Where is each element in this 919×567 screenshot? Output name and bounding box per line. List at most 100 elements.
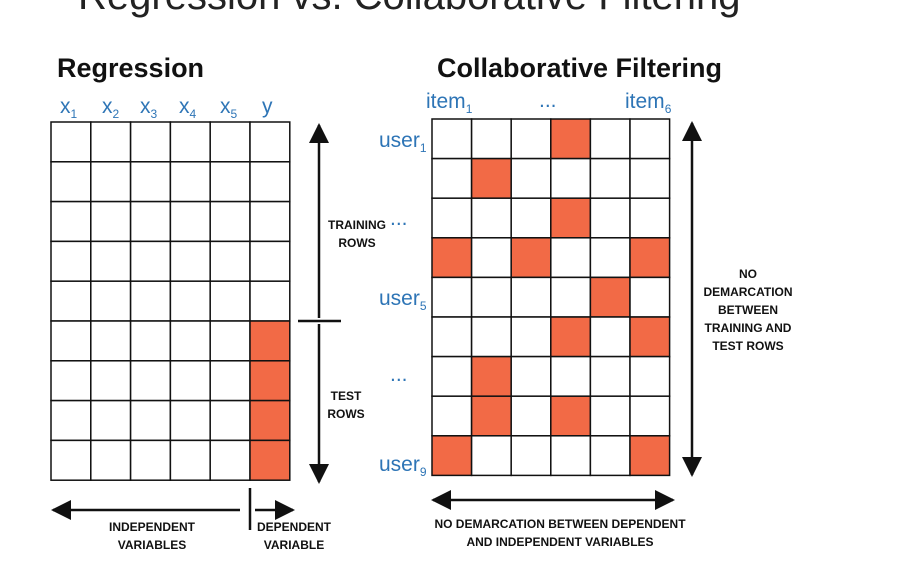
regression-cell (249, 121, 291, 163)
cf-cell (510, 197, 552, 239)
cf-cell (629, 197, 671, 239)
reg-feature-sub: 2 (112, 107, 120, 121)
cf-cell (431, 355, 473, 397)
cf-bottom-line: AND INDEPENDENT VARIABLES (466, 535, 654, 549)
cf-cell (589, 435, 631, 477)
regression-cell (169, 161, 211, 203)
cf-cell (550, 157, 592, 199)
regression-cell (129, 439, 172, 481)
cf-user-label-9: user9 (379, 454, 427, 478)
regression-cell (169, 121, 211, 163)
cf-cell (431, 157, 473, 199)
regression-cell (209, 320, 251, 362)
cf-cell-highlighted (470, 157, 512, 199)
independent-variables-label: INDEPENDENT VARIABLES (92, 518, 212, 554)
cf-cell-highlighted (550, 395, 592, 437)
cf-cell-highlighted (629, 237, 671, 279)
cf-cell-highlighted (589, 276, 631, 318)
cf-item-base: item (625, 90, 665, 113)
cf-right-line: BETWEEN (718, 303, 778, 317)
cf-cell (589, 395, 631, 437)
cf-user-label-ellipsis-1: ... (390, 208, 408, 229)
regression-cell-highlighted (249, 360, 291, 402)
regression-cell (249, 280, 291, 322)
cf-cell (431, 118, 473, 160)
cf-item-sub: 1 (465, 102, 473, 116)
cf-right-label: NO DEMARCATION BETWEEN TRAINING AND TEST… (688, 265, 808, 355)
cf-right-line: NO (739, 267, 757, 281)
regression-cell (50, 439, 92, 481)
cf-cell (510, 435, 552, 477)
regression-cell (90, 320, 132, 362)
cf-user-base: user (379, 129, 420, 152)
cf-cell (510, 276, 552, 318)
regression-cell (249, 240, 291, 282)
cf-right-line: TEST ROWS (712, 339, 784, 353)
cf-cell-highlighted (550, 197, 592, 239)
cf-bottom-label: NO DEMARCATION BETWEEN DEPENDENT AND IND… (420, 515, 700, 551)
cf-cell-highlighted (470, 395, 512, 437)
cf-user-label-5: user5 (379, 288, 427, 312)
reg-feature-sub: 3 (150, 107, 158, 121)
regression-cell (50, 161, 92, 203)
regression-cell (129, 200, 172, 243)
cf-cell (550, 435, 592, 477)
regression-cell (129, 240, 172, 282)
cf-cell (470, 316, 512, 358)
cf-cell-highlighted (629, 316, 671, 358)
regression-cell (169, 240, 211, 282)
independent-line: INDEPENDENT (108, 520, 195, 534)
reg-feature-label-x4: x4 (179, 96, 196, 120)
regression-cell (50, 360, 92, 402)
test-rows-label: TEST ROWS (316, 387, 376, 423)
cf-cell (431, 276, 473, 318)
regression-cell (209, 399, 251, 442)
cf-cell (510, 157, 552, 199)
regression-cell (249, 200, 291, 243)
regression-cell (209, 439, 251, 481)
reg-feature-base: x (179, 95, 190, 118)
cf-cell (629, 395, 671, 437)
cf-cell (470, 435, 512, 477)
regression-cell (209, 360, 251, 402)
reg-feature-sub: 4 (189, 107, 197, 121)
test-rows-line: TEST (330, 389, 362, 403)
regression-grid (50, 121, 291, 481)
cf-cell (589, 157, 631, 199)
cf-cell (589, 355, 631, 397)
regression-cell (90, 439, 132, 481)
regression-cell (169, 360, 211, 402)
reg-feature-label-x2: x2 (102, 96, 119, 120)
regression-cell (129, 360, 172, 402)
regression-cell (249, 161, 291, 203)
cf-cell-highlighted (470, 355, 512, 397)
regression-cell (50, 320, 92, 362)
cf-item-base: item (426, 90, 466, 113)
cf-cell (470, 276, 512, 318)
cf-cell-highlighted (550, 316, 592, 358)
regression-cell (209, 161, 251, 203)
regression-cell (169, 320, 211, 362)
regression-cell (169, 200, 211, 243)
cf-cell (629, 118, 671, 160)
cf-cell-highlighted (431, 435, 473, 477)
regression-cell (90, 399, 132, 442)
cf-cell (510, 118, 552, 160)
reg-feature-label-x5: x5 (220, 96, 237, 120)
cf-cell (629, 276, 671, 318)
regression-cell (129, 399, 172, 442)
cf-user-sub: 5 (419, 299, 427, 313)
reg-feature-base: x (220, 95, 231, 118)
regression-cell-highlighted (249, 439, 291, 481)
regression-title: Regression (57, 53, 205, 83)
cf-user-base: ... (390, 363, 408, 386)
cf-cell-highlighted (510, 237, 552, 279)
cf-cell (470, 118, 512, 160)
test-rows-line: ROWS (327, 407, 365, 421)
cf-user-base: user (379, 453, 420, 476)
training-rows-label: TRAINING ROWS (322, 216, 392, 252)
independent-line: VARIABLES (117, 538, 187, 552)
cf-cell (550, 237, 592, 279)
cf-grid (431, 118, 671, 477)
